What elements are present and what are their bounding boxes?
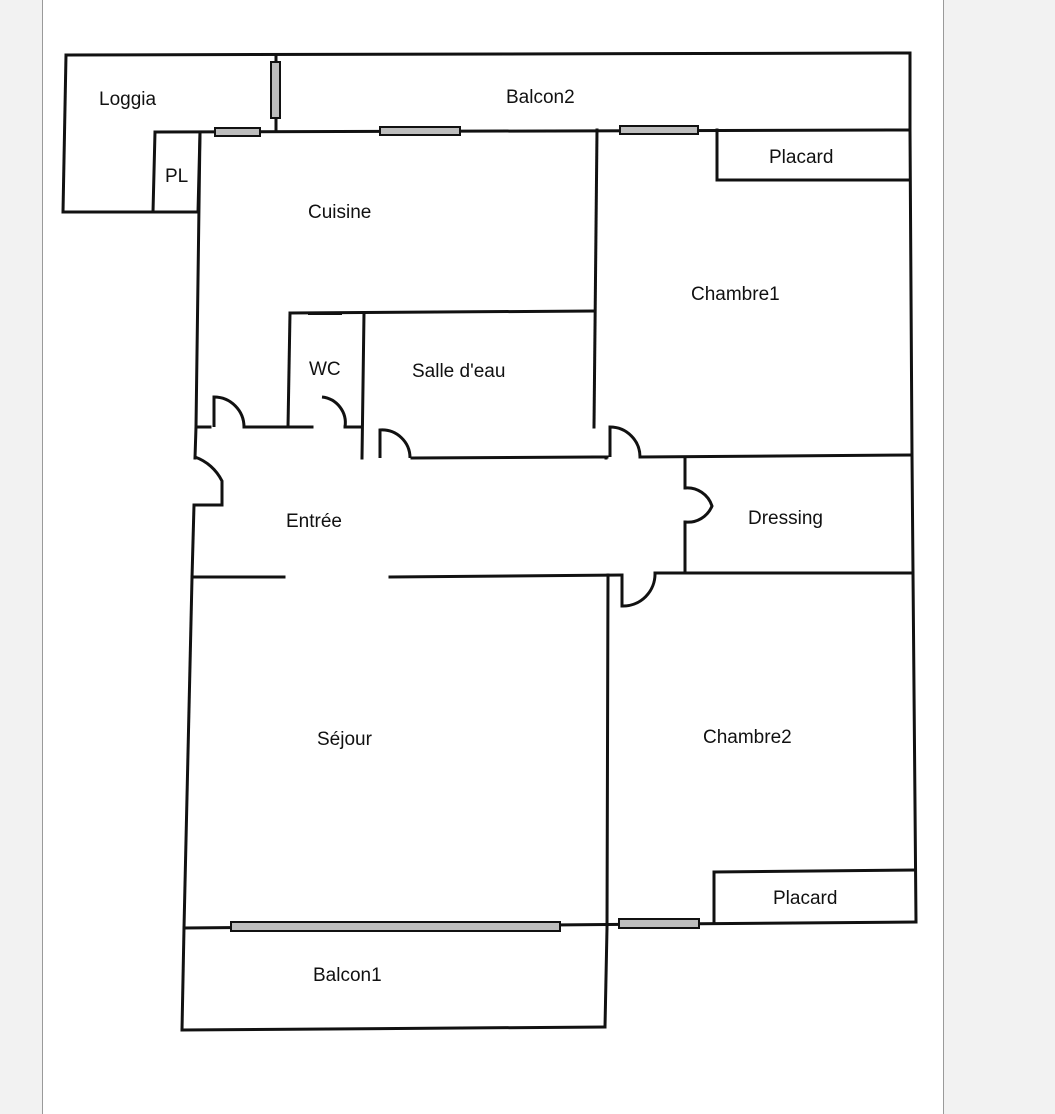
wall: [605, 573, 610, 930]
wall: [64, 51, 912, 57]
room-label-loggia: Loggia: [99, 89, 156, 110]
door-swing: [321, 395, 347, 428]
door-swing: [608, 425, 642, 458]
walls: [61, 51, 918, 1032]
door-swing: [620, 572, 657, 608]
wall: [908, 128, 914, 457]
window: [270, 61, 281, 119]
wall: [911, 571, 918, 924]
room-label-chambre2: Chambre2: [703, 727, 792, 748]
wall: [286, 311, 292, 429]
wall: [360, 311, 366, 460]
room-label-balcon1: Balcon1: [313, 965, 382, 986]
windows: [214, 61, 700, 932]
wall: [712, 868, 917, 874]
door-swing: [684, 486, 714, 524]
room-label-balcon2: Balcon2: [506, 87, 575, 108]
window: [619, 125, 699, 135]
wall: [410, 455, 596, 460]
wall: [190, 503, 196, 580]
wall: [182, 576, 194, 930]
wall: [603, 926, 609, 1029]
room-label-dressing: Dressing: [748, 508, 823, 529]
room-label-entree: Entrée: [286, 511, 342, 532]
door-swing: [212, 395, 246, 428]
window: [230, 921, 561, 932]
doors: [194, 313, 714, 608]
wall: [194, 130, 202, 429]
wall: [288, 309, 596, 315]
window: [379, 126, 461, 136]
door-swing: [194, 455, 224, 507]
wall: [193, 425, 198, 460]
wall: [61, 53, 68, 214]
window: [214, 127, 261, 137]
room-label-wc: WC: [309, 359, 341, 380]
room-label-cuisine: Cuisine: [308, 202, 371, 223]
wall: [151, 130, 157, 214]
window: [618, 918, 700, 929]
wall: [910, 453, 915, 575]
door-swing: [378, 428, 412, 459]
room-label-placard-bottom: Placard: [773, 888, 837, 909]
room-label-pl: PL: [165, 166, 188, 187]
wall: [153, 128, 912, 134]
wall: [388, 573, 624, 579]
room-label-sejour: Séjour: [317, 729, 373, 750]
room-label-chambre1: Chambre1: [691, 284, 780, 305]
room-label-placard-top: Placard: [769, 147, 833, 168]
wall: [180, 926, 186, 1032]
wall: [180, 1025, 607, 1032]
wall: [592, 128, 599, 429]
room-labels: Loggia Balcon2 PL Cuisine Placard Chambr…: [99, 87, 837, 986]
wall: [638, 453, 914, 459]
room-label-salle-deau: Salle d'eau: [412, 361, 505, 382]
